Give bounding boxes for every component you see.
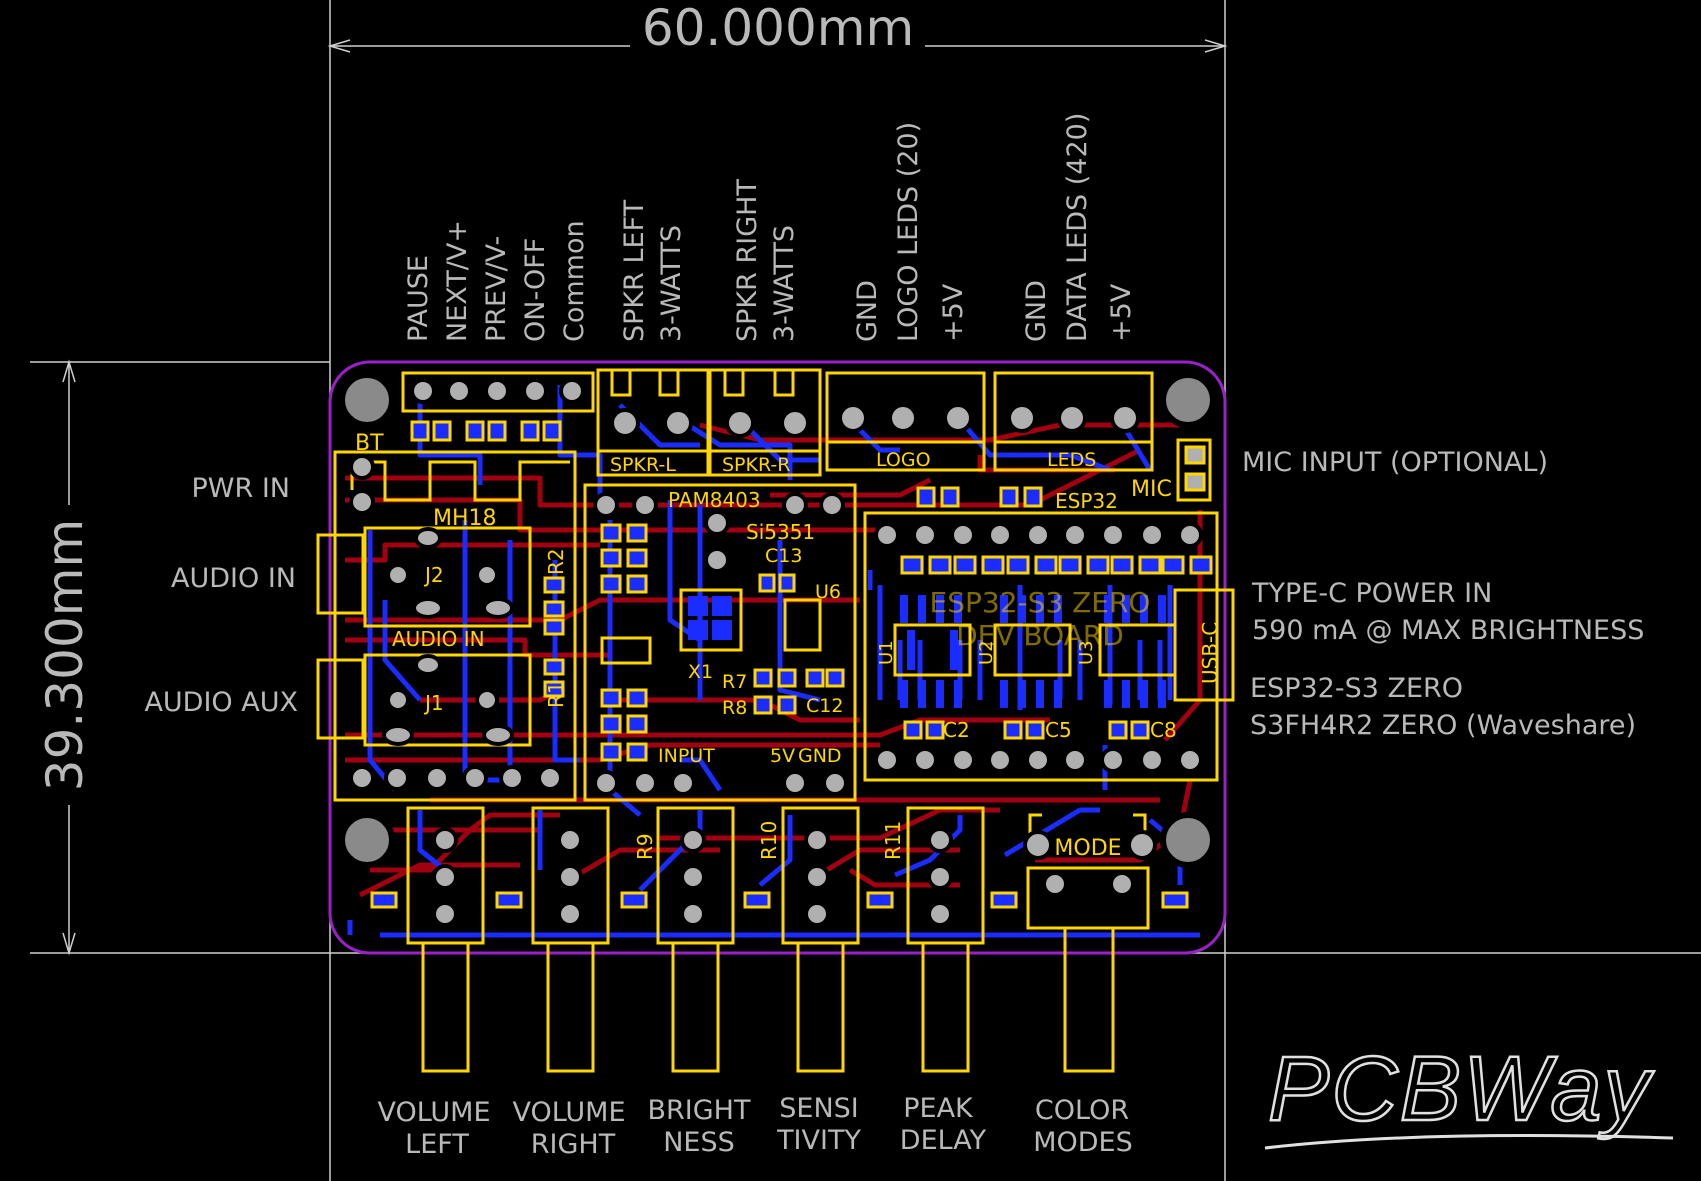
label-spkr-left-watts: 3-WATTS	[656, 225, 687, 342]
label-color-modes-2: MODES	[1033, 1127, 1133, 1158]
height-dimension-label: 39.300mm	[36, 519, 94, 791]
silk-spkr-l: SPKR-L	[610, 454, 676, 476]
silk-x1: X1	[688, 661, 713, 683]
label-max-brightness: 590 mA @ MAX BRIGHTNESS	[1252, 615, 1644, 646]
silk-r7: R7	[722, 671, 747, 693]
silk-c13: C13	[765, 545, 802, 567]
pcbway-logo-text: PCBWay	[1268, 1038, 1655, 1140]
silk-mic: MIC	[1131, 477, 1172, 502]
label-spkr-left: SPKR LEFT	[619, 199, 650, 342]
label-pwr-in: PWR IN	[192, 473, 290, 504]
label-logo-gnd: GND	[852, 280, 883, 342]
label-pause: PAUSE	[403, 255, 434, 342]
mounting-hole-bottom-right	[1160, 812, 1216, 868]
top-labels: PAUSE NEXT/V+ PREV/V- ON-OFF Common SPKR…	[403, 113, 1137, 342]
silk-r1: R1	[544, 681, 568, 708]
silk-si5351: Si5351	[746, 520, 815, 544]
silk-usb-c: USB-C	[1198, 622, 1222, 684]
silk-logo: LOGO	[876, 449, 931, 471]
silk-r11: R11	[881, 821, 905, 860]
label-volume-left-1: VOLUME	[377, 1097, 490, 1128]
label-s3fh4r2: S3FH4R2 ZERO (Waveshare)	[1250, 710, 1636, 741]
label-spkr-right-watts: 3-WATTS	[769, 225, 800, 342]
silkscreen-labels: BT MH18 J2 AUDIO IN J1 R2 R1 SPKR-L SPKR…	[355, 431, 1222, 861]
silk-esp32: ESP32	[1055, 489, 1118, 513]
label-mic-input: MIC INPUT (OPTIONAL)	[1242, 447, 1548, 478]
silk-u6: U6	[815, 581, 841, 603]
label-color-modes-1: COLOR	[1035, 1095, 1129, 1126]
label-common: Common	[559, 220, 590, 342]
silk-gnd: GND	[798, 745, 842, 767]
label-peak-delay-2: DELAY	[900, 1125, 987, 1156]
left-labels: PWR IN AUDIO IN AUDIO AUX	[144, 473, 298, 718]
silk-module-line2: DEV BOARD	[956, 619, 1124, 652]
silk-mh18: MH18	[433, 506, 497, 531]
silk-audio-in: AUDIO IN	[392, 627, 485, 651]
label-audio-in: AUDIO IN	[171, 563, 296, 594]
mounting-hole-top-right	[1160, 372, 1216, 428]
mounting-hole-top-left	[339, 372, 395, 428]
silk-5v: 5V	[770, 745, 795, 767]
silk-r8: R8	[722, 697, 747, 719]
label-prev-v-minus: PREV/V-	[481, 236, 512, 342]
silk-c12: C12	[806, 695, 843, 717]
label-volume-right-1: VOLUME	[512, 1097, 625, 1128]
ic-bodies	[688, 596, 958, 670]
label-sensitivity-1: SENSI	[779, 1093, 859, 1124]
bottom-labels: VOLUME LEFT VOLUME RIGHT BRIGHT NESS SEN…	[377, 1093, 1132, 1160]
silk-r2: R2	[544, 548, 568, 575]
silk-r9: R9	[633, 833, 657, 860]
label-sensitivity-2: TIVITY	[776, 1125, 861, 1156]
label-logo-leds: LOGO LEDS (20)	[893, 122, 924, 342]
silk-c8: C8	[1150, 718, 1177, 742]
silk-c5: C5	[1045, 718, 1072, 742]
label-brightness-1: BRIGHT	[648, 1095, 751, 1126]
silk-mode: MODE	[1054, 836, 1121, 861]
silkscreen-outlines	[316, 368, 1235, 1073]
label-spkr-right: SPKR RIGHT	[732, 179, 763, 342]
silk-leds: LEDS	[1047, 449, 1096, 471]
silk-spkr-r: SPKR-R	[722, 454, 790, 476]
silk-input: INPUT	[658, 745, 715, 767]
label-data-5v: +5V	[1106, 283, 1137, 342]
silk-j2: J2	[423, 563, 444, 587]
pcbway-logo: PCBWay	[1264, 1037, 1674, 1150]
width-dimension-label: 60.000mm	[642, 0, 914, 57]
mounting-holes	[339, 372, 1216, 868]
pin-rows	[900, 595, 1166, 708]
mounting-hole-bottom-left	[339, 812, 395, 868]
label-audio-aux: AUDIO AUX	[144, 687, 298, 718]
label-on-off: ON-OFF	[520, 238, 551, 342]
right-labels: MIC INPUT (OPTIONAL) TYPE-C POWER IN 590…	[1242, 447, 1644, 741]
label-next-v-plus: NEXT/V+	[442, 220, 473, 342]
silk-pam8403: PAM8403	[668, 488, 761, 512]
label-type-c-power: TYPE-C POWER IN	[1251, 578, 1492, 609]
silk-j1: J1	[423, 691, 444, 715]
pcbway-logo-swoosh	[1264, 1134, 1674, 1150]
silk-u1: U1	[876, 640, 897, 665]
silk-u2: U2	[976, 640, 997, 665]
silk-c2: C2	[943, 718, 970, 742]
smd-pads	[370, 420, 1213, 909]
label-peak-delay-1: PEAK	[903, 1093, 974, 1124]
label-logo-5v: +5V	[938, 283, 969, 342]
label-brightness-2: NESS	[663, 1127, 735, 1158]
silk-u3: U3	[1076, 640, 1097, 665]
silk-bt: BT	[355, 431, 384, 456]
label-data-gnd: GND	[1021, 280, 1052, 342]
label-volume-left-2: LEFT	[405, 1129, 469, 1160]
through-hole-pads	[349, 378, 1203, 927]
silk-module-line1: ESP32-S3 ZERO	[930, 586, 1151, 619]
label-volume-right-2: RIGHT	[531, 1129, 616, 1160]
silk-r10: R10	[757, 821, 781, 860]
label-data-leds: DATA LEDS (420)	[1062, 113, 1093, 342]
label-esp32-s3-zero: ESP32-S3 ZERO	[1250, 673, 1463, 704]
